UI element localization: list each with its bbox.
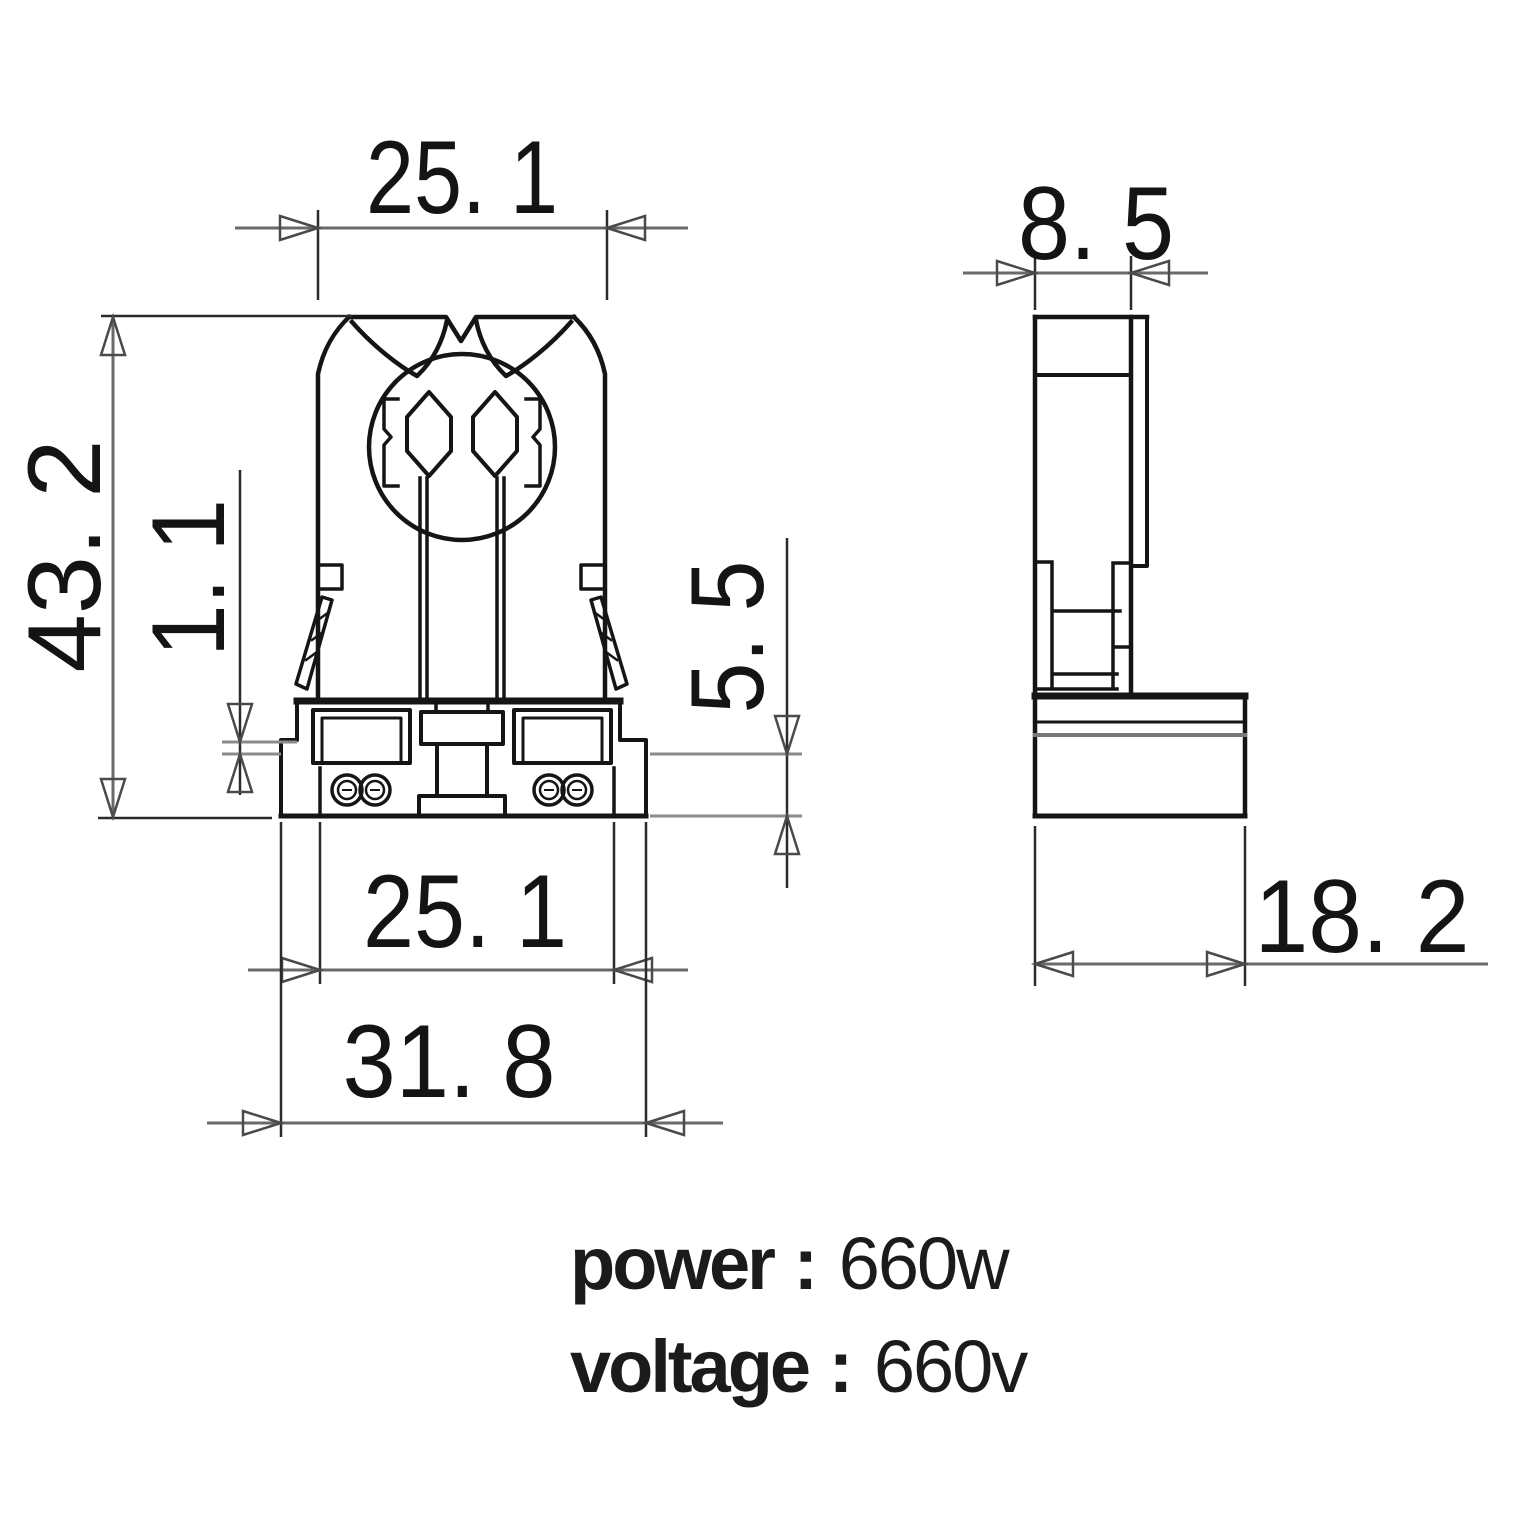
dim-front-lip-thickness: 1. 1 — [131, 470, 297, 795]
front-left-wing — [294, 595, 334, 691]
power-value: 660w — [838, 1222, 1010, 1305]
reference-lines — [222, 740, 297, 756]
arrowhead-right — [1126, 259, 1171, 287]
front-center-foot — [417, 794, 507, 818]
front-right-pin-slot — [471, 390, 519, 478]
extension-lines — [1033, 256, 1133, 310]
dim-label: 18. 2 — [1255, 859, 1470, 975]
power-colon: : — [772, 1222, 839, 1305]
front-view: 25. 1 43. 2 1. 1 5. 5 — [7, 120, 802, 1137]
dim-side-base-width: 18. 2 — [1030, 826, 1488, 986]
front-left-edge — [315, 313, 353, 704]
dim-label: 5. 5 — [670, 561, 786, 714]
arrowhead-left — [278, 214, 323, 242]
front-right-bracket — [524, 397, 542, 488]
front-right-contact — [532, 773, 594, 807]
front-rotor-slot-lines — [418, 476, 506, 701]
front-left-wing-hatch — [304, 610, 331, 662]
spec-text-block: power : 660w voltage : 660v — [570, 1212, 1028, 1418]
dim-side-top-width: 8. 5 — [963, 166, 1208, 310]
side-view: 8. 5 18. 2 — [963, 166, 1488, 986]
front-left-pin-slot — [405, 390, 453, 478]
side-clip-detail — [1033, 560, 1133, 691]
front-left-contact — [330, 773, 392, 807]
voltage-value: 660v — [873, 1325, 1028, 1408]
spec-power-line: power : 660w — [570, 1212, 1026, 1315]
front-left-window-inner — [320, 716, 403, 765]
front-left-bracket — [382, 397, 400, 488]
arrowhead-left — [995, 259, 1040, 287]
dim-front-total-height: 43. 2 — [7, 312, 352, 822]
spec-voltage-line: voltage : 660v — [570, 1315, 1028, 1418]
dim-label: 8. 5 — [1018, 166, 1174, 282]
front-left-clip-tab — [316, 563, 344, 591]
front-top-edge — [346, 314, 577, 344]
dim-label: 43. 2 — [7, 440, 123, 673]
front-right-wing — [589, 595, 629, 691]
front-base-left-profile — [279, 699, 299, 818]
front-base-right-profile — [618, 699, 648, 818]
extension-lines — [318, 822, 616, 984]
dim-front-base-outer-width: 31. 8 — [207, 822, 723, 1137]
front-right-window-inner — [521, 716, 604, 765]
front-left-beak — [348, 317, 450, 379]
voltage-label: voltage — [570, 1325, 811, 1408]
side-view-part-outline — [1031, 314, 1249, 819]
arrowhead-right — [1205, 950, 1250, 978]
dim-label: 25. 1 — [363, 854, 567, 970]
arrowhead-bottom — [773, 811, 801, 856]
arrowhead-right — [641, 1109, 686, 1137]
front-view-part-outline — [278, 313, 649, 819]
arrowhead-right — [602, 214, 647, 242]
front-right-edge — [570, 313, 608, 704]
arrowhead-top — [773, 714, 801, 759]
arrowhead-top — [99, 312, 127, 357]
extension-lines — [1033, 826, 1247, 986]
front-center-block — [419, 710, 505, 746]
arrowhead-left — [241, 1109, 286, 1137]
arrowhead-top — [226, 702, 254, 747]
arrowhead-left — [1030, 950, 1075, 978]
front-rotor-circle — [366, 351, 558, 543]
power-label: power — [570, 1222, 776, 1305]
side-back-edge — [1129, 315, 1149, 568]
extension-lines — [279, 822, 648, 1137]
dim-label: 31. 8 — [343, 1004, 556, 1120]
dim-front-top-width: 25. 1 — [235, 120, 688, 300]
front-right-beak — [473, 317, 575, 379]
dim-label: 25. 1 — [366, 120, 558, 236]
reference-lines — [650, 752, 802, 818]
dim-front-base-inner-width: 25. 1 — [248, 822, 688, 984]
extension-lines — [316, 210, 609, 300]
front-center-post — [435, 742, 489, 798]
front-right-clip-tab — [579, 563, 607, 591]
extension-lines — [98, 314, 352, 820]
arrowhead-bottom — [226, 749, 254, 794]
arrowhead-right — [609, 956, 654, 984]
dim-front-base-height: 5. 5 — [650, 538, 802, 888]
side-base-sides — [1032, 693, 1248, 819]
dim-label: 1. 1 — [131, 499, 247, 657]
voltage-colon: : — [808, 1325, 874, 1408]
arrowhead-bottom — [99, 777, 127, 822]
front-base-inner-walls — [318, 766, 616, 818]
front-right-wing-hatch — [592, 610, 619, 662]
